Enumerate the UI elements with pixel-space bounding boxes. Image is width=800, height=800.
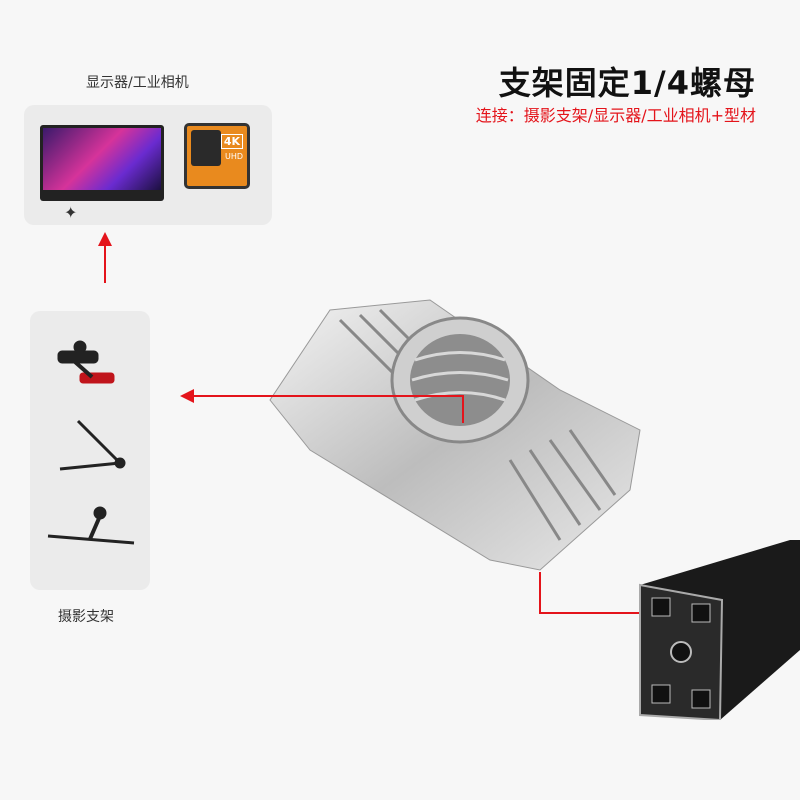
t-nut-image (269, 299, 641, 571)
arrow-left-head (180, 389, 194, 403)
page-title: 支架固定1/4螺母 (498, 64, 756, 102)
subtitle: 连接：摄影支架/显示器/工业相机+型材 (475, 106, 756, 125)
arrow-left-vertical (462, 395, 464, 423)
arrow-up-line (104, 245, 106, 283)
aluminum-profile-image (639, 540, 800, 720)
arrow-down-vertical (539, 572, 541, 614)
camera-badge: 4K (220, 134, 243, 149)
photo-bracket-panel (30, 311, 150, 590)
arrow-up-head (98, 232, 112, 246)
industrial-camera-image: 4K UHD (184, 123, 250, 189)
monitor-camera-panel: ✦ 4K UHD (24, 105, 272, 225)
stand-icon: ✦ (64, 203, 78, 222)
arrow-right-line (539, 612, 665, 614)
monitor-camera-caption: 显示器/工业相机 (86, 75, 189, 91)
monitor-image (40, 125, 164, 201)
photo-bracket-caption: 摄影支架 (58, 609, 114, 625)
bracket-images (47, 340, 135, 545)
arrow-left-line (194, 395, 464, 397)
camera-badge-sub: UHD (224, 152, 243, 161)
